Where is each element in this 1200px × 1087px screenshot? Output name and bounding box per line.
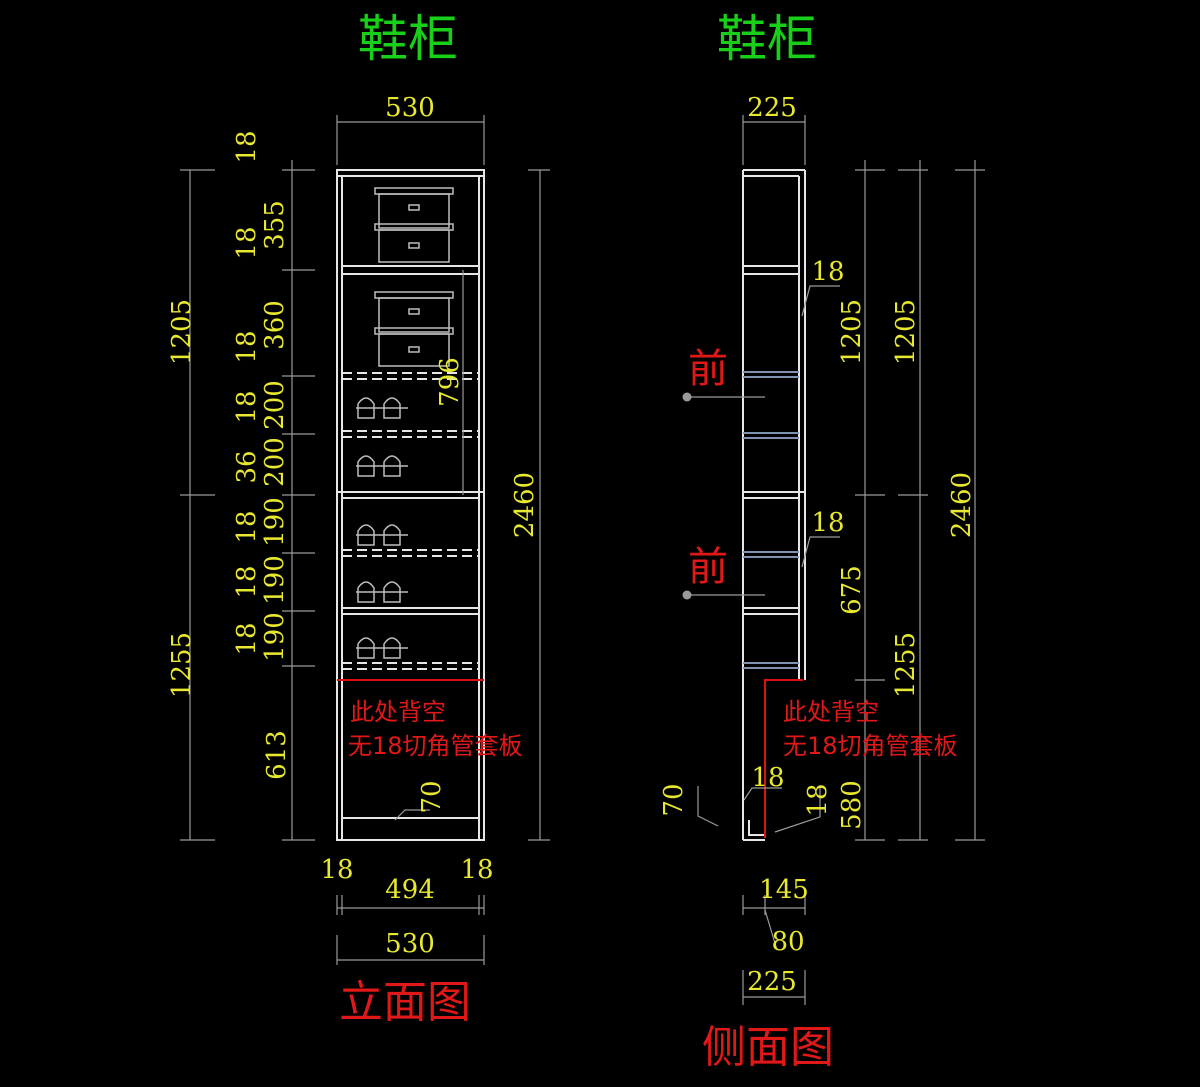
shoes (356, 397, 408, 659)
dim-bottom-18: 18 (803, 783, 833, 816)
front-title: 鞋柜 (358, 10, 458, 68)
dim-segment: 36 (232, 450, 262, 483)
front-marker-dot (682, 590, 692, 600)
dim-lower-total: 1255 (167, 632, 197, 698)
dim-segment: 200 (260, 437, 290, 487)
front-caption: 立面图 (339, 977, 471, 1028)
dim-2460: 2460 (947, 472, 977, 538)
dim-side-left: 18 (320, 855, 353, 885)
dim-segment: 355 (260, 200, 290, 250)
side-title: 鞋柜 (717, 10, 817, 68)
cabinet-front-outline (336, 169, 485, 841)
dim-segment: 18 (232, 510, 262, 543)
dim-bottom-18: 18 (751, 763, 784, 793)
dim-shelf-18: 18 (811, 257, 844, 287)
dim-shelf-18: 18 (811, 508, 844, 538)
front-elevation: 鞋柜 (167, 10, 550, 1028)
dim-bottom-width: 530 (385, 929, 435, 959)
dim-1205: 1205 (891, 299, 921, 365)
dim-side-right: 18 (460, 855, 493, 885)
side-dimension-lines (687, 115, 985, 1005)
dim-675: 675 (837, 565, 867, 615)
side-caption: 侧面图 (702, 1022, 834, 1073)
side-dimension-labels: 225 18 18 1205 675 580 1205 1255 2460 18… (659, 93, 977, 997)
dim-plinth: 70 (659, 783, 689, 816)
dim-bottom-depth: 225 (747, 967, 797, 997)
dim-796: 796 (435, 357, 465, 407)
dim-segment: 18 (232, 565, 262, 598)
note-line-1: 此处背空 (350, 698, 446, 726)
dim-plinth: 70 (417, 780, 447, 813)
storage-boxes (374, 187, 454, 367)
dim-segment: 190 (260, 612, 290, 662)
dim-segment: 200 (260, 380, 290, 430)
dim-segment: 18 (232, 226, 262, 259)
dim-1205: 1205 (837, 299, 867, 365)
front-dimension-labels: 530 1205 1255 2460 796 18 355 18 360 18 … (167, 93, 540, 959)
front-marker-dot (682, 392, 692, 402)
note-line-1: 此处背空 (783, 698, 879, 726)
dim-580: 580 (837, 780, 867, 830)
dim-upper-total: 1205 (167, 299, 197, 365)
dim-segment: 18 (232, 622, 262, 655)
front-dimension-lines (180, 115, 550, 965)
dim-80: 80 (771, 927, 804, 957)
note-line-2: 无18切角管套板 (348, 732, 523, 760)
dim-segment: 190 (260, 497, 290, 547)
cabinet-side-outline (742, 169, 806, 841)
dim-inner-width: 494 (385, 875, 435, 905)
dim-1255: 1255 (891, 632, 921, 698)
dim-segment: 190 (260, 555, 290, 605)
dim-segment: 360 (260, 300, 290, 350)
dim-segment: 18 (232, 330, 262, 363)
front-direction-label: 前 (688, 346, 728, 392)
dim-top-width: 530 (385, 93, 435, 123)
front-direction-label: 前 (688, 544, 728, 590)
note-line-2: 无18切角管套板 (783, 732, 958, 760)
dim-segment: 613 (262, 730, 292, 780)
dim-segment: 18 (232, 390, 262, 423)
dim-145: 145 (759, 875, 809, 905)
dim-top-depth: 225 (747, 93, 797, 123)
dim-segment: 18 (232, 130, 262, 163)
dim-total-height: 2460 (510, 472, 540, 538)
side-elevation: 鞋柜 (659, 10, 985, 1073)
